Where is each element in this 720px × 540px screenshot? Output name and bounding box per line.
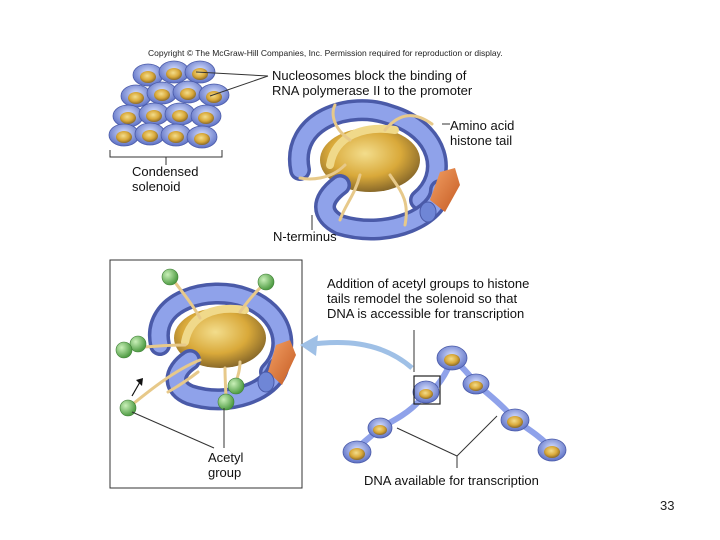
label-n-terminus: N-terminus [273, 229, 337, 244]
cluster-bracket [109, 150, 223, 158]
leader-line [209, 75, 269, 97]
label-amino-acid-tail: Amino acid histone tail [450, 118, 515, 148]
zoom-box [413, 375, 441, 405]
remodel-arrow [304, 339, 414, 370]
label-acetyl-addition: Addition of acetyl groups to histone tai… [327, 276, 530, 321]
label-condensed-solenoid: Condensed solenoid [132, 164, 199, 194]
nucleosome-large [287, 99, 460, 241]
label-acetyl-group: Acetyl group [208, 450, 244, 480]
label-nucleosomes-block: Nucleosomes block the binding of RNA pol… [272, 68, 473, 98]
page-number: 33 [660, 498, 675, 513]
leader-line [195, 71, 269, 77]
label-dna-available: DNA available for transcription [364, 473, 539, 488]
copyright-notice: Copyright © The McGraw-Hill Companies, I… [148, 48, 503, 58]
open-chromatin [342, 345, 567, 464]
condensed-solenoid-cluster [108, 60, 230, 149]
nucleosome-acetylated [115, 268, 296, 417]
